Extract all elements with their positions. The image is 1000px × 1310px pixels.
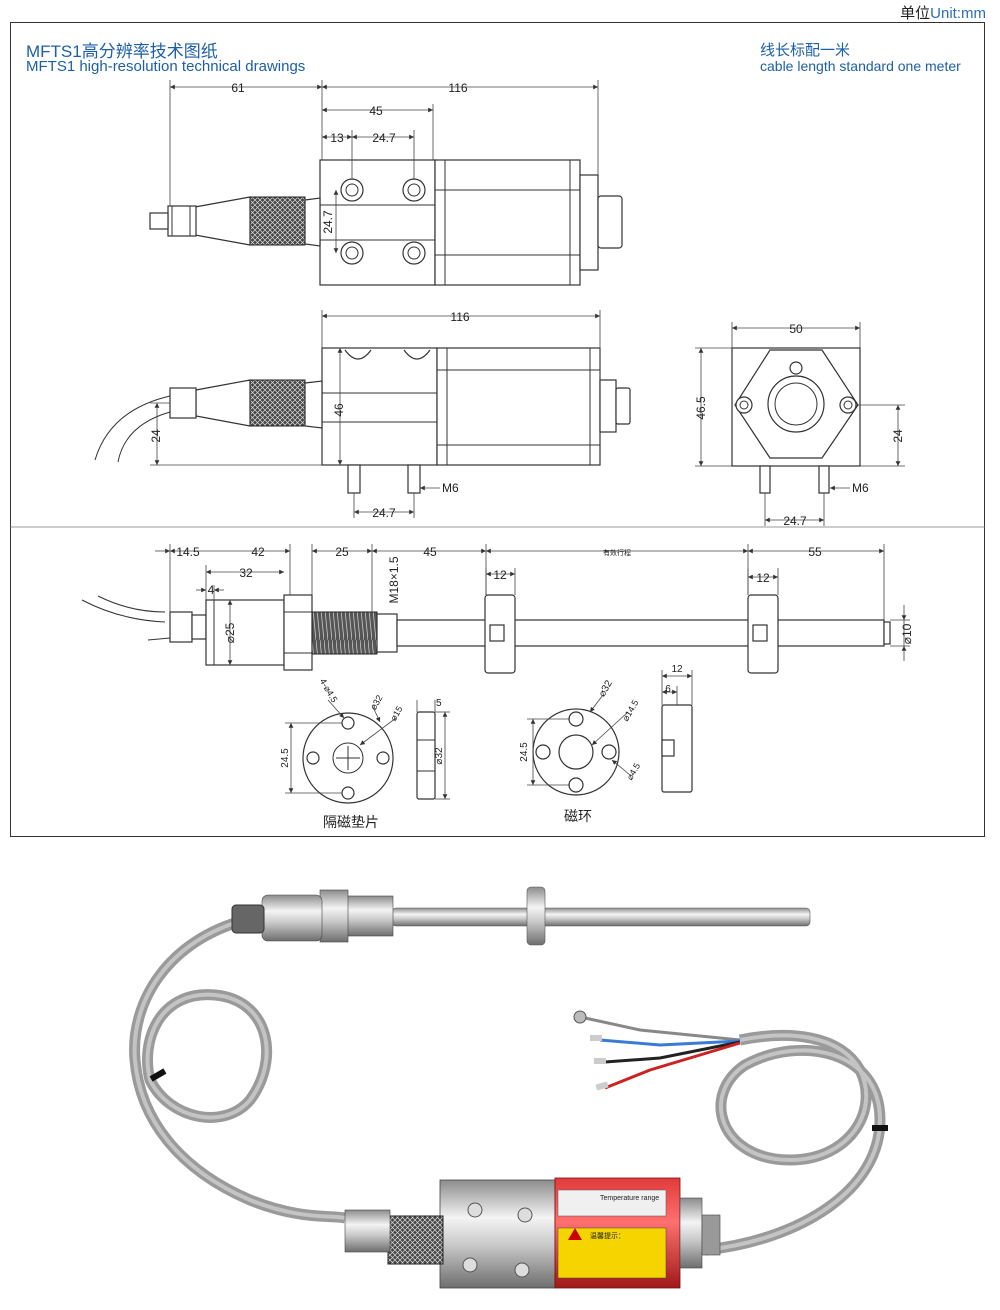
thread-m6-end: M6 <box>852 481 869 495</box>
dim-13: 13 <box>330 131 344 145</box>
dim-32-rod: 32 <box>239 566 253 580</box>
dim-14-5: 14.5 <box>176 545 200 559</box>
dim-24-side: 24 <box>149 429 163 443</box>
cable-tie-left <box>149 1068 167 1082</box>
ring-24-5: 24.5 <box>519 742 530 762</box>
spacer-phi32: ⌀32 <box>368 693 384 711</box>
ring-phi4-5: ⌀4.5 <box>625 761 643 782</box>
spacer-phi15: ⌀15 <box>388 704 404 722</box>
dim-25: 25 <box>335 545 349 559</box>
photo-rod <box>391 907 811 927</box>
dim-116-side: 116 <box>450 310 469 324</box>
dim-42: 42 <box>251 545 265 559</box>
ring-phi14-5: ⌀14.5 <box>620 698 640 723</box>
dim-24-end: 24 <box>891 429 905 443</box>
title-en: MFTS1 high-resolution technical drawings <box>26 58 306 75</box>
photo-connector <box>387 1215 444 1265</box>
ring-label: 磁环 <box>564 808 592 824</box>
dim-phi10: ⌀10 <box>900 623 914 644</box>
dim-12-ring: 12 <box>493 568 507 582</box>
dim-50: 50 <box>789 322 803 336</box>
ring-width-12: 12 <box>671 664 683 675</box>
end-view: 50 46.5 24 24.7 M6 <box>694 322 905 528</box>
top-view-block <box>319 159 436 286</box>
dim-phi25: ⌀25 <box>223 622 237 643</box>
spacer-label: 隔磁垫片 <box>323 814 379 830</box>
dim-4: 4 <box>208 583 215 597</box>
dim-stroke: 有效行程 <box>603 548 631 557</box>
side-view-housing <box>436 347 601 466</box>
dim-61: 61 <box>231 81 245 95</box>
dim-24-7-v: 24.7 <box>321 210 335 234</box>
side-view: 116 46 24 24.7 M6 <box>94 310 631 520</box>
dim-116-top: 116 <box>448 81 467 95</box>
thread-m18: M18×1.5 <box>387 556 401 603</box>
photo-rod-head <box>261 894 323 942</box>
photo-magnet-ring <box>526 886 546 946</box>
photo-warning-text: 温馨提示： <box>590 1231 625 1240</box>
dim-24-7-side: 24.7 <box>372 506 396 520</box>
cable-note-en: cable length standard one meter <box>760 58 961 74</box>
spacer-phi32-side: ⌀32 <box>434 747 445 765</box>
spacer-thickness: 5 <box>436 698 442 709</box>
rod-tube <box>396 619 885 647</box>
cable-tie-right <box>872 1125 888 1131</box>
dim-45-top: 45 <box>369 104 383 118</box>
dim-12-spacer: 12 <box>756 571 770 585</box>
dim-45-rod: 45 <box>423 545 437 559</box>
cable-note-cn: 线长标配一米 <box>760 42 851 59</box>
unit-label: 单位Unit:mm <box>900 5 986 22</box>
dim-24-7-end: 24.7 <box>783 514 807 528</box>
rod-view: 14.5 42 25 45 有效行程 55 32 4 ⌀25 M18×1.5 1… <box>81 544 914 674</box>
bolt-heads <box>340 178 426 265</box>
thread-m6-side: M6 <box>442 481 459 495</box>
photo-spec-label: Temperature range <box>600 1195 659 1202</box>
spacer-holes: 4-⌀4.5 <box>318 677 340 704</box>
dim-46-5: 46.5 <box>694 396 708 420</box>
drawing-frame <box>10 22 985 837</box>
ring-phi32: ⌀32 <box>597 678 615 699</box>
knurled-nut <box>249 196 306 246</box>
rod-thread <box>311 611 378 655</box>
top-view-housing <box>434 159 581 286</box>
magnet-ring-detail: ⌀32 ⌀14.5 ⌀4.5 24.5 12 6 磁环 <box>519 664 693 824</box>
rod-head <box>205 599 285 666</box>
product-photo: Temperature range 温馨提示： <box>129 886 888 1289</box>
dim-46: 46 <box>332 403 346 417</box>
dim-55: 55 <box>808 545 822 559</box>
knurled-nut-side <box>249 379 306 427</box>
photo-sensor-block <box>439 1179 556 1289</box>
ring-width-6: 6 <box>665 684 671 695</box>
spacer-detail: 4-⌀4.5 ⌀32 ⌀15 24.5 5 ⌀32 隔磁垫片 <box>280 677 450 830</box>
title-cn: MFTS1高分辨率技术图纸 <box>26 42 218 61</box>
spacer-24-5: 24.5 <box>280 748 291 768</box>
top-view: 61 116 45 13 24.7 24.7 <box>149 80 623 286</box>
rod-hex-nut <box>283 594 313 671</box>
dim-24-7-h: 24.7 <box>372 131 396 145</box>
